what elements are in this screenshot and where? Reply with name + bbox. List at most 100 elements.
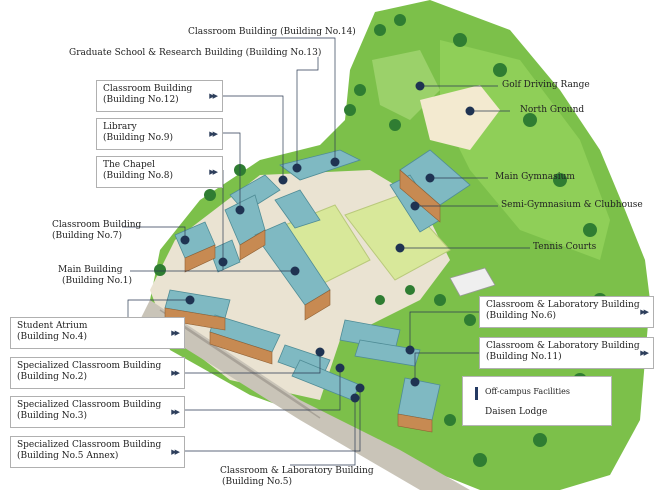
line-b4 bbox=[127, 299, 190, 318]
tree bbox=[389, 119, 401, 131]
label-tennis-courts: Tennis Courts bbox=[533, 242, 597, 252]
link-building-3-line2: (Building No.3) bbox=[17, 411, 87, 421]
link-building-6[interactable]: Classroom & Laboratory Building (Buildin… bbox=[479, 296, 654, 328]
marker-gym bbox=[425, 173, 435, 183]
tennis-area bbox=[344, 194, 451, 281]
marker-b13 bbox=[292, 163, 302, 173]
label-building-7-line1: Classroom Building bbox=[52, 220, 142, 230]
label-building-5-line1: Classroom & Laboratory Building bbox=[220, 466, 374, 476]
marker-b14 bbox=[330, 157, 340, 167]
chevron-double-right-icon: ▶▶ bbox=[209, 168, 218, 176]
chevron-double-right-icon: ▶▶ bbox=[209, 92, 218, 100]
wall-9 bbox=[239, 229, 266, 261]
building-14 bbox=[279, 149, 362, 181]
label-building-13: Graduate School & Research Building (Bui… bbox=[69, 48, 322, 58]
link-student-atrium[interactable]: Student Atrium (Building No.4) ▶▶ bbox=[10, 317, 185, 349]
marker-golf bbox=[415, 81, 425, 91]
tree bbox=[344, 104, 356, 116]
chevron-double-right-icon: ▶▶ bbox=[171, 448, 180, 456]
marker-b8 bbox=[218, 257, 228, 267]
trees bbox=[154, 14, 607, 467]
link-building-12[interactable]: Classroom Building (Building No.12) ▶▶ bbox=[96, 80, 223, 112]
north-ground bbox=[420, 85, 500, 150]
buildings bbox=[164, 149, 496, 421]
label-building-14: Classroom Building (Building No.14) bbox=[188, 27, 356, 37]
label-building-1: Main Building (Building No.1) bbox=[58, 265, 132, 287]
link-building-6-line2: (Building No.6) bbox=[486, 311, 556, 321]
wall-south bbox=[397, 413, 433, 433]
label-main-gymnasium: Main Gymnasium bbox=[495, 172, 575, 182]
link-building-5-annex[interactable]: Specialized Classroom Building (Building… bbox=[10, 436, 185, 468]
off-campus-legend: Off-campus Facilities Daisen Lodge bbox=[462, 376, 612, 426]
label-building-5-line2: (Building No.5) bbox=[222, 477, 292, 487]
link-chapel[interactable]: The Chapel (Building No.8) ▶▶ bbox=[96, 156, 223, 188]
link-library[interactable]: Library (Building No.9) ▶▶ bbox=[96, 118, 223, 150]
marker-b11 bbox=[410, 377, 420, 387]
tree bbox=[523, 113, 537, 127]
leader-lines bbox=[122, 37, 530, 466]
marker-b1 bbox=[290, 266, 300, 276]
line-b6 bbox=[409, 311, 480, 350]
marker-b3 bbox=[335, 363, 345, 373]
label-building-7: Classroom Building (Building No.7) bbox=[52, 220, 141, 242]
tree bbox=[375, 295, 385, 305]
chevron-double-right-icon: ▶▶ bbox=[640, 349, 649, 357]
tree bbox=[473, 453, 487, 467]
link-library-line1: Library bbox=[103, 122, 137, 132]
line-b2 bbox=[185, 355, 321, 374]
link-student-atrium-line2: (Building No.4) bbox=[17, 332, 87, 342]
line-b14 bbox=[270, 37, 336, 162]
marker-north bbox=[465, 106, 475, 116]
building-8 bbox=[209, 239, 241, 273]
link-building-12-line1: Classroom Building bbox=[103, 84, 193, 94]
wall-7 bbox=[184, 244, 216, 273]
road-lines bbox=[159, 309, 321, 419]
link-building-11[interactable]: Classroom & Laboratory Building (Buildin… bbox=[479, 337, 654, 369]
link-building-2[interactable]: Specialized Classroom Building (Building… bbox=[10, 357, 185, 389]
wall-1 bbox=[304, 289, 331, 321]
link-building-6-line1: Classroom & Laboratory Building bbox=[486, 300, 640, 310]
chevron-double-right-icon: ▶▶ bbox=[171, 369, 180, 377]
link-building-3[interactable]: Specialized Classroom Building (Building… bbox=[10, 396, 185, 428]
label-building-1-line2: (Building No.1) bbox=[62, 276, 132, 286]
building-clubhouse bbox=[449, 267, 496, 297]
link-building-3-line1: Specialized Classroom Building bbox=[17, 400, 162, 410]
marker-b12 bbox=[278, 175, 288, 185]
building-walls bbox=[164, 169, 441, 433]
line-b13 bbox=[296, 57, 319, 168]
building-13 bbox=[274, 189, 321, 229]
line-b3 bbox=[185, 370, 341, 411]
markers bbox=[180, 81, 475, 403]
tree bbox=[154, 264, 166, 276]
link-daisen-lodge[interactable]: Daisen Lodge bbox=[485, 407, 548, 417]
link-building-11-line2: (Building No.11) bbox=[486, 352, 562, 362]
tree bbox=[374, 24, 386, 36]
wall-4 bbox=[164, 307, 226, 331]
marker-b9 bbox=[235, 205, 245, 215]
marker-tennis bbox=[395, 243, 405, 253]
marker-b2 bbox=[315, 347, 325, 357]
link-building-5-annex-line1: Specialized Classroom Building bbox=[17, 440, 162, 450]
label-golf-driving-range: Golf Driving Range bbox=[502, 80, 590, 90]
tree bbox=[453, 33, 467, 47]
line-b5a bbox=[185, 390, 361, 452]
label-semi-gymnasium: Semi-Gymnasium & Clubhouse bbox=[501, 200, 643, 210]
wall-2 bbox=[209, 331, 273, 365]
label-north-ground: North Ground bbox=[520, 105, 585, 115]
tree bbox=[354, 84, 366, 96]
tree bbox=[444, 414, 456, 426]
marker-b5 bbox=[350, 393, 360, 403]
link-building-2-line2: (Building No.2) bbox=[17, 372, 87, 382]
link-building-2-line1: Specialized Classroom Building bbox=[17, 361, 162, 371]
building-south bbox=[397, 377, 441, 421]
link-building-5-annex-line2: (Building No.5 Annex) bbox=[17, 451, 119, 461]
link-building-11-line1: Classroom & Laboratory Building bbox=[486, 341, 640, 351]
legend-bar-icon bbox=[475, 387, 478, 400]
tree bbox=[405, 285, 415, 295]
tree bbox=[553, 173, 567, 187]
link-chapel-line1: The Chapel bbox=[103, 160, 156, 170]
line-b11 bbox=[414, 352, 480, 382]
link-student-atrium-line1: Student Atrium bbox=[17, 321, 88, 331]
wall-gym bbox=[399, 169, 441, 223]
